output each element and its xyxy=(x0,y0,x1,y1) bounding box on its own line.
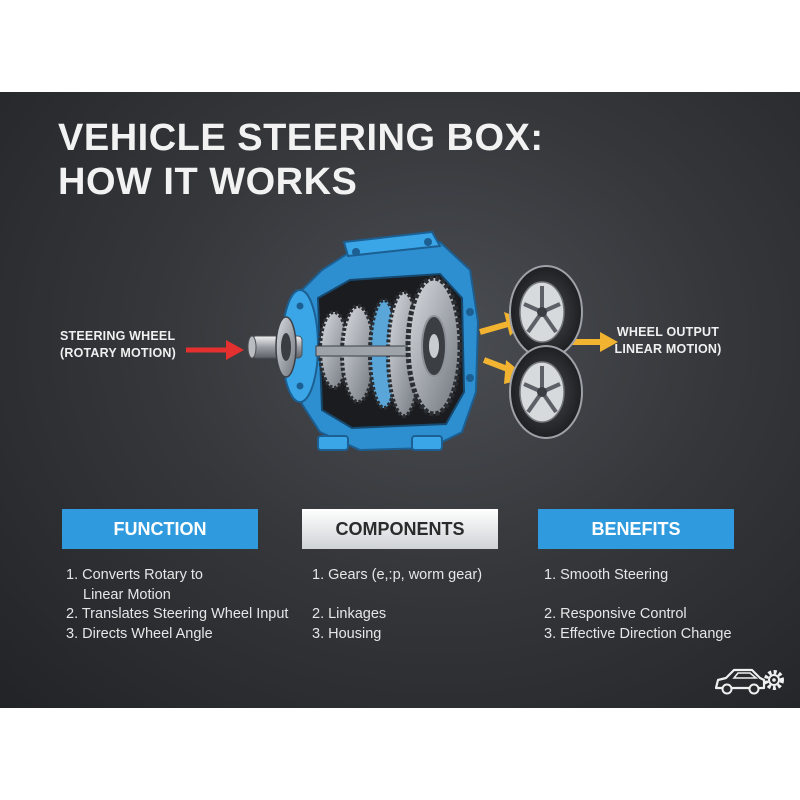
wheel-top xyxy=(509,265,583,359)
list-item: 1. Smooth Steering xyxy=(544,567,669,583)
list-item: 2. Responsive Control xyxy=(544,606,687,622)
gear-train xyxy=(315,275,463,418)
list-item: 1. Gears (e,:p, worm gear) xyxy=(312,567,483,583)
list-item: 3. Housing xyxy=(312,625,382,642)
list-item: 3. Effective Direction Change xyxy=(544,625,732,642)
benefits-header: BENEFITS xyxy=(538,509,734,549)
list-item: 1. Converts Rotary to xyxy=(66,567,203,583)
title-line-2: HOW IT WORKS xyxy=(58,161,358,203)
list-item: 2. Linkages xyxy=(312,606,387,622)
output-label-line-2: LINEAR MOTION) xyxy=(614,342,722,356)
function-header: FUNCTION xyxy=(62,509,258,549)
input-arrow xyxy=(186,340,244,360)
input-label-line-2: (ROTARY MOTION) xyxy=(60,346,176,360)
wheel-bottom xyxy=(509,345,583,439)
steering-box-diagram xyxy=(186,230,618,452)
components-header: COMPONENTS xyxy=(302,509,498,549)
title: VEHICLE STEERING BOX: HOW IT WORKS xyxy=(58,116,544,204)
output-label: WHEEL OUTPUT LINEAR MOTION) xyxy=(608,324,728,358)
title-line-1: VEHICLE STEERING BOX: xyxy=(58,117,544,159)
benefits-list: 1. Smooth Steering 2. Responsive Control… xyxy=(544,566,732,644)
components-list: 1. Gears (e,:p, worm gear) 2. Linkages 3… xyxy=(312,566,482,644)
input-shaft xyxy=(247,316,303,378)
list-item: 2. Translates Steering Wheel Input xyxy=(66,606,289,622)
list-item: 3. Directs Wheel Angle xyxy=(66,625,213,642)
input-label-line-1: STEERING WHEEL xyxy=(60,329,176,343)
input-label: STEERING WHEEL (ROTARY MOTION) xyxy=(60,328,176,362)
car-gear-icon xyxy=(714,668,784,695)
output-label-line-1: WHEEL OUTPUT xyxy=(616,325,720,339)
infographic: VEHICLE STEERING BOX: HOW IT WORKS xyxy=(0,92,800,708)
function-list: 1. Converts Rotary to Linear Motion 2. T… xyxy=(66,566,288,644)
list-item: Linear Motion xyxy=(83,586,171,603)
